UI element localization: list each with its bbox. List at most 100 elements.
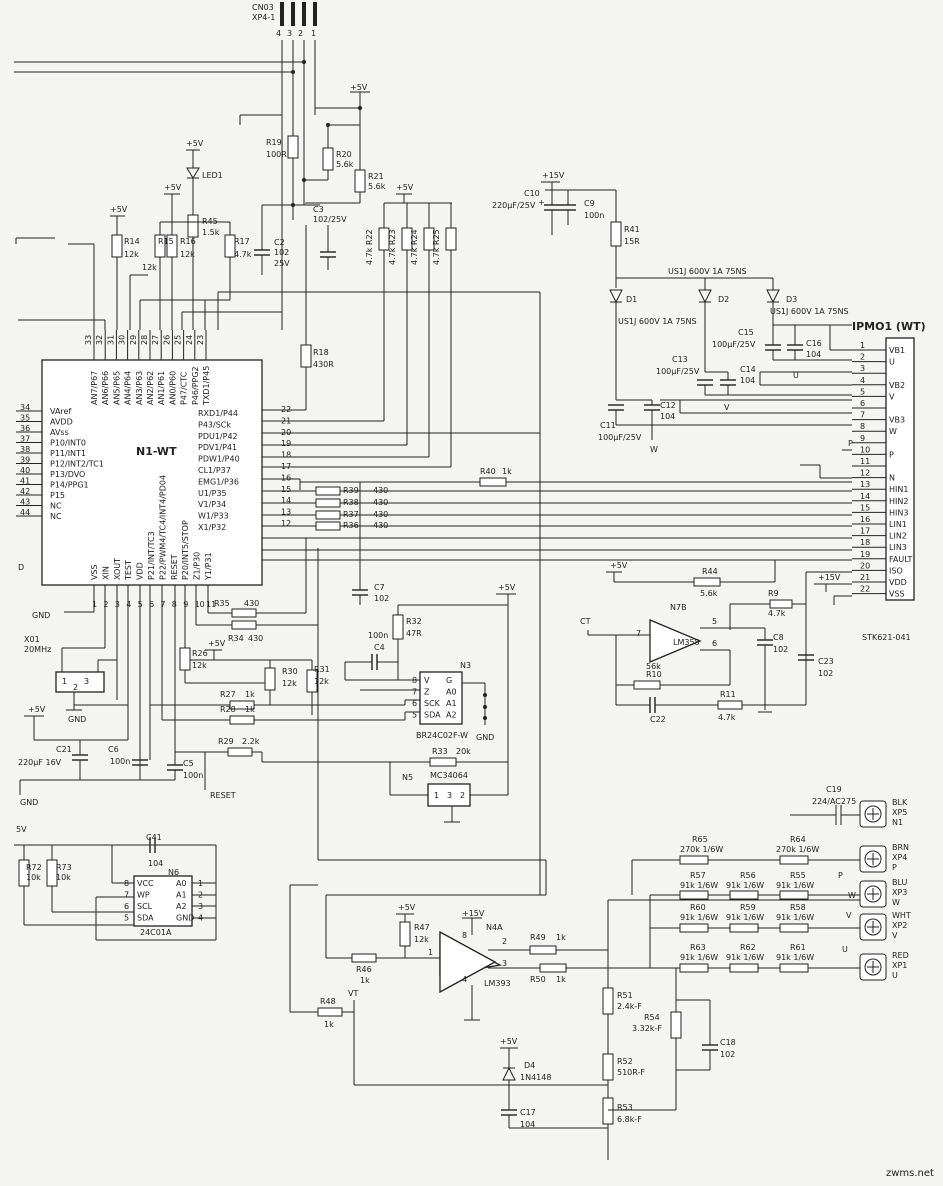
ipm-pin-num: 11: [860, 457, 870, 466]
r14-val: 12k: [124, 250, 139, 259]
vcc-label-r26: +5V: [208, 639, 226, 648]
c6-val: 100n: [110, 757, 130, 766]
net-v-output: V: [846, 911, 852, 920]
watermark: zwms.net: [886, 1168, 934, 1179]
mcu-bottom-pin-num: 6: [149, 600, 154, 609]
d1-ref: D1: [626, 295, 637, 304]
cn03-part: XP4-1: [252, 13, 275, 22]
n4a-pin4: 4: [462, 975, 467, 984]
c2-volt: 25V: [274, 259, 290, 268]
r44-val: 5.6k: [700, 589, 718, 598]
n3-ref: N3: [460, 661, 471, 670]
r21-ref: R21: [368, 172, 384, 181]
vcc-label-top: +5V: [350, 83, 368, 92]
r18-ref: R18: [313, 348, 329, 357]
n6-pin-label-left: SCL: [137, 902, 153, 911]
mcu-right-pin-label: EMG1/P36: [198, 477, 239, 486]
n6-pin-label-left: VCC: [137, 879, 154, 888]
r10-val: 56k: [646, 662, 661, 671]
n7b-pin5: 5: [712, 617, 717, 626]
r32-ref: R32: [406, 617, 422, 626]
mcu-left-pin-num: 35: [20, 414, 30, 423]
ipm-pin-num: 6: [860, 399, 865, 408]
n3-pin-label-right: A1: [446, 699, 457, 708]
c19-val: 224/AC275: [812, 797, 856, 806]
r9-ref: R9: [768, 589, 779, 598]
net-p-output: P: [838, 871, 843, 880]
n6-pin-label-right: A1: [176, 891, 187, 900]
mcu-top-pin-label: P46/PPG2: [191, 366, 200, 405]
mcu-top-pin-num: 24: [185, 335, 194, 345]
ipm-pin-num: 4: [860, 376, 865, 385]
r45-val: 1.5k: [202, 228, 220, 237]
mcu-top-pin-num: 27: [151, 335, 160, 345]
mcu-left-pin-num: 39: [20, 456, 30, 465]
vcc15-label-n4: +15V: [462, 909, 485, 918]
mcu-left-pin-label: P12/INT2/TC1: [50, 460, 104, 469]
n6-pin-num-left: 5: [124, 914, 129, 923]
n4a-pin2: 2: [502, 937, 507, 946]
n7b-part: LM358: [673, 638, 700, 647]
r52-val: 510R-F: [617, 1068, 645, 1077]
mcu-left-pin-num: 38: [20, 445, 30, 454]
mcu-left-pin-label: P15: [50, 491, 65, 500]
n6-ref: N6: [168, 868, 179, 877]
n3-pin-label-left: SCK: [424, 699, 441, 708]
d3-spec: US1J 600V 1A 75NS: [770, 307, 849, 316]
r60-val: 91k 1/6W: [680, 913, 718, 922]
c11-ref: C11: [600, 421, 616, 430]
mcu-right-pin-label: V1/P34: [198, 500, 226, 509]
c4-ref: C4: [374, 643, 385, 652]
ipm-pin-label: V: [889, 392, 895, 401]
r44-ref: R44: [702, 567, 718, 576]
r28-ref: R28: [220, 705, 236, 714]
mcu-top-pin-label: AN5/P65: [112, 371, 121, 405]
n4a-pin8: 8: [462, 931, 467, 940]
r11-ref: R11: [720, 690, 736, 699]
r16-val: 12k: [180, 250, 195, 259]
r30-ref: R30: [282, 667, 298, 676]
ipm-pin-label: VB1: [889, 346, 905, 355]
mcu-left-pin-label: P10/INT0: [50, 439, 86, 448]
vt-label: VT: [348, 989, 358, 998]
c7-ref: C7: [374, 583, 385, 592]
r58-val: 91k 1/6W: [776, 913, 814, 922]
mcu-right-pin-label: CL1/P37: [198, 466, 231, 475]
r41-val: 15R: [624, 237, 640, 246]
net-v-label: V: [724, 403, 730, 412]
ipm-pin-label: HIN1: [889, 485, 908, 494]
terminal-color: BRN: [892, 843, 909, 852]
n3-pin-label-right: A2: [446, 711, 457, 720]
n4a-ref: N4A: [486, 923, 503, 932]
ipm-pin-label: VB2: [889, 381, 905, 390]
r21-val: 5.6k: [368, 182, 386, 191]
n3-part: BR24C02F-W: [416, 731, 468, 740]
r33-val: 20k: [456, 747, 471, 756]
r50-val: 1k: [556, 975, 566, 984]
r25-lbl: 4.7k R25: [432, 229, 441, 265]
mcu-bottom-pin-label: Y1/P31: [204, 552, 213, 581]
r57-ref: R57: [690, 871, 706, 880]
ipm-pin-num: 1: [860, 341, 865, 350]
x01-pin1: 1: [62, 677, 67, 686]
mcu-top-pin-label: AN2/P62: [146, 371, 155, 405]
mcu-top-pin-num: 25: [174, 335, 183, 345]
mcu-left-pin-label: VAref: [50, 407, 71, 416]
n6-pin-label-right: A2: [176, 902, 187, 911]
c14-ref: C14: [740, 365, 756, 374]
n4a-pin3: 3: [502, 959, 507, 968]
mcu-left-pin-num: 44: [20, 508, 30, 517]
n6-pin-num-left: 7: [124, 891, 129, 900]
mcu-left-pin-label: P11/INT1: [50, 449, 86, 458]
ipm-pin-label: VB3: [889, 416, 905, 425]
mcu-left-pin-num: 42: [20, 487, 30, 496]
ipm-pin-label: LIN3: [889, 543, 907, 552]
x01-ref: X01: [24, 635, 40, 644]
r55-val: 91k 1/6W: [776, 881, 814, 890]
